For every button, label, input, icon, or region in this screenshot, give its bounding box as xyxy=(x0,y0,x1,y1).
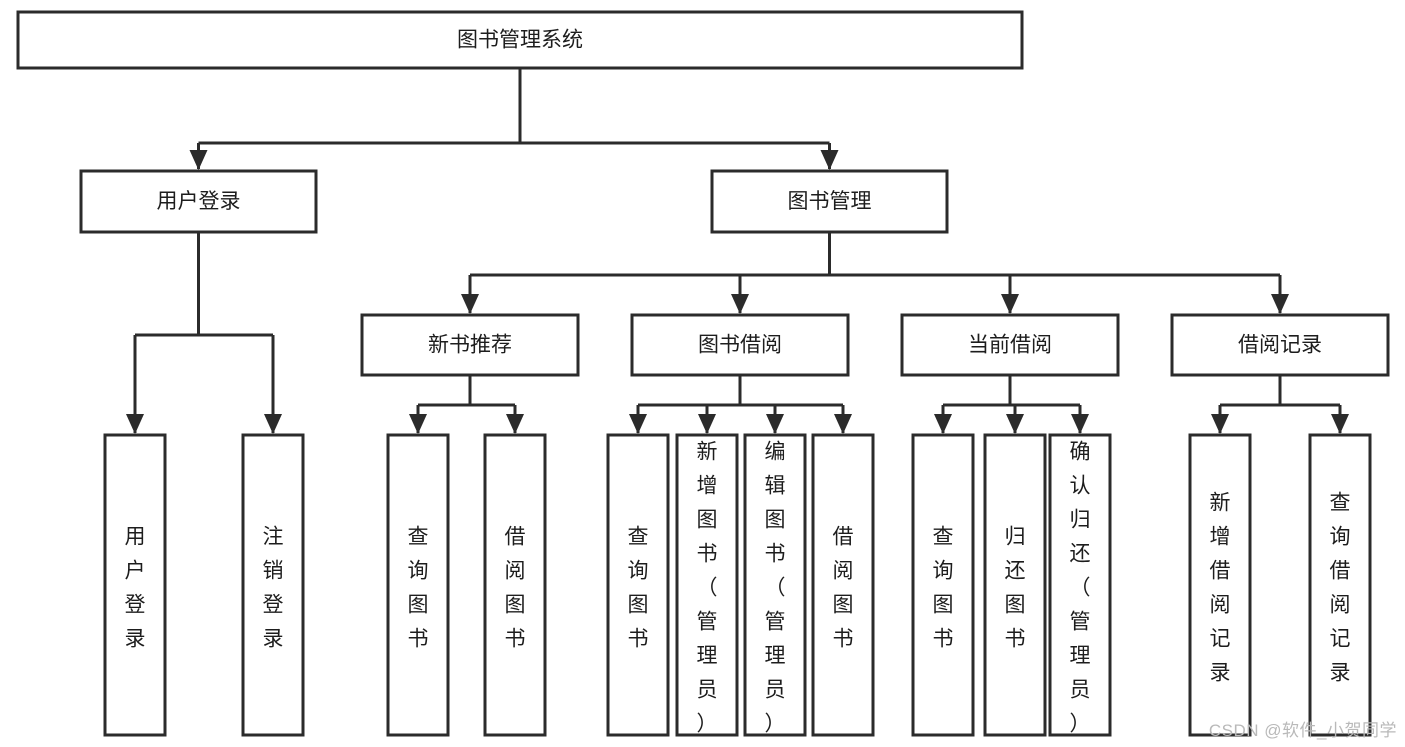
node-label: 查询借阅记录 xyxy=(1330,492,1351,685)
arrowhead xyxy=(1331,414,1349,434)
arrowhead xyxy=(820,150,839,170)
node-border xyxy=(911,433,975,737)
node-border xyxy=(386,433,450,737)
arrowhead xyxy=(934,414,952,434)
arrowhead xyxy=(731,294,749,314)
node-border xyxy=(483,433,547,737)
node-label: 查询图书 xyxy=(933,526,954,651)
arrowhead xyxy=(409,414,427,434)
node-new-book-recommend[interactable]: 新书推荐 xyxy=(360,313,580,377)
node-leaf-return-book[interactable]: 归还图书 xyxy=(983,433,1047,737)
node-border xyxy=(360,313,580,377)
node-leaf-edit-book[interactable]: 编辑图书（管理员） xyxy=(743,433,807,737)
watermark-text: CSDN @软件_小贺同学 xyxy=(1208,721,1397,740)
node-undefined[interactable]: 图书管理系统 xyxy=(16,10,1024,70)
node-label: 查询图书 xyxy=(408,526,429,651)
node-label: 新书推荐 xyxy=(428,334,512,357)
node-border xyxy=(900,313,1120,377)
arrowhead xyxy=(189,150,208,170)
node-border xyxy=(1048,433,1112,737)
node-label: 借阅图书 xyxy=(505,526,526,651)
node-border xyxy=(983,433,1047,737)
node-border xyxy=(1170,313,1390,377)
node-border xyxy=(630,313,850,377)
arrowhead xyxy=(506,414,524,434)
node-leaf-query-book-2[interactable]: 查询图书 xyxy=(606,433,670,737)
node-border xyxy=(675,433,739,737)
node-book-management[interactable]: 图书管理 xyxy=(710,169,949,234)
node-border xyxy=(710,169,949,234)
node-leaf-user-logout[interactable]: 注销登录 xyxy=(241,433,305,737)
arrowhead xyxy=(1006,414,1024,434)
node-label: 注销登录 xyxy=(263,526,284,651)
node-label: 用户登录 xyxy=(157,190,241,213)
node-border xyxy=(811,433,875,737)
node-border xyxy=(79,169,318,234)
node-border xyxy=(743,433,807,737)
node-label: 查询图书 xyxy=(628,526,649,651)
node-label: 借阅图书 xyxy=(833,526,854,651)
arrowhead xyxy=(1271,294,1289,314)
arrowhead xyxy=(1211,414,1229,434)
arrowhead xyxy=(126,414,144,434)
arrowhead xyxy=(461,294,479,314)
node-leaf-add-record[interactable]: 新增借阅记录 xyxy=(1188,433,1252,737)
arrowhead xyxy=(264,414,282,434)
node-leaf-confirm-return[interactable]: 确认归还（管理员） xyxy=(1048,433,1112,737)
node-border xyxy=(606,433,670,737)
arrowhead xyxy=(766,414,784,434)
node-leaf-query-book-3[interactable]: 查询图书 xyxy=(911,433,975,737)
node-border xyxy=(103,433,167,737)
node-leaf-borrow-book-2[interactable]: 借阅图书 xyxy=(811,433,875,737)
node-border xyxy=(16,10,1024,70)
node-current-borrow[interactable]: 当前借阅 xyxy=(900,313,1120,377)
connector-layer xyxy=(126,68,1349,434)
node-label: 确认归还（管理员） xyxy=(1070,441,1091,736)
node-label: 新增借阅记录 xyxy=(1210,492,1231,685)
node-leaf-borrow-book-1[interactable]: 借阅图书 xyxy=(483,433,547,737)
node-leaf-query-record[interactable]: 查询借阅记录 xyxy=(1308,433,1372,737)
node-user-login[interactable]: 用户登录 xyxy=(79,169,318,234)
node-borrow-record[interactable]: 借阅记录 xyxy=(1170,313,1390,377)
node-leaf-query-book-1[interactable]: 查询图书 xyxy=(386,433,450,737)
node-label: 借阅记录 xyxy=(1238,334,1322,357)
node-label: 图书管理系统 xyxy=(457,29,583,52)
node-label: 编辑图书（管理员） xyxy=(765,441,786,736)
arrowhead xyxy=(1071,414,1089,434)
node-border xyxy=(241,433,305,737)
node-leaf-user-login[interactable]: 用户登录 xyxy=(103,433,167,737)
node-label: 图书借阅 xyxy=(698,334,782,357)
arrowhead xyxy=(1001,294,1019,314)
node-label: 新增图书（管理员） xyxy=(697,441,718,736)
arrowhead xyxy=(629,414,647,434)
node-border xyxy=(1188,433,1252,737)
node-label: 图书管理 xyxy=(788,190,872,213)
box-layer: 图书管理系统用户登录图书管理新书推荐图书借阅当前借阅借阅记录用户登录注销登录查询… xyxy=(16,10,1390,737)
node-label: 当前借阅 xyxy=(968,334,1052,357)
node-leaf-add-book[interactable]: 新增图书（管理员） xyxy=(675,433,739,737)
node-label: 用户登录 xyxy=(125,526,146,651)
node-label: 归还图书 xyxy=(1005,526,1026,651)
node-border xyxy=(1308,433,1372,737)
arrowhead xyxy=(698,414,716,434)
arrowhead xyxy=(834,414,852,434)
node-book-borrow[interactable]: 图书借阅 xyxy=(630,313,850,377)
